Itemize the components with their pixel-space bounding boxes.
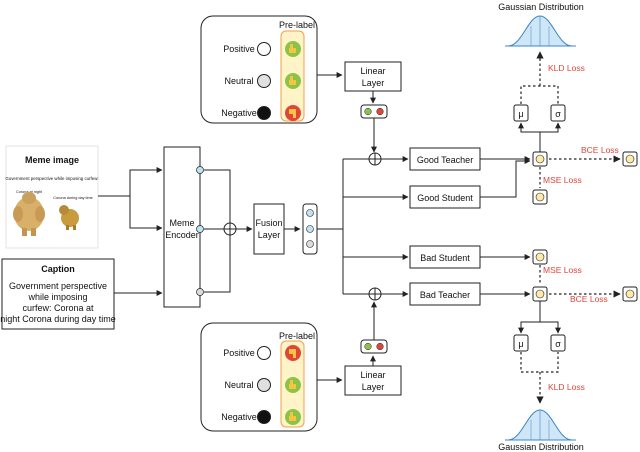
bottom-negative-circle [257, 410, 271, 424]
strong-dog-picture [13, 192, 45, 236]
bottom-pre-label-title: Pre-label [279, 331, 315, 341]
bottom-mu-label: μ [518, 339, 523, 349]
top-mu-label: μ [518, 109, 523, 119]
bottom-neutral-label: Neutral [224, 380, 253, 390]
caption-line-4: night Corona during day time [0, 314, 116, 324]
fused-vector [302, 203, 318, 255]
input-connectors [98, 167, 163, 296]
bottom-sigma-label: σ [555, 339, 561, 349]
bottom-distribution-params: μ σ KLD Loss [513, 301, 585, 404]
bottom-linear-label-1: Linear [360, 370, 385, 380]
thumbs-down-icon [285, 345, 301, 361]
bad-teacher-label: Bad Teacher [420, 290, 470, 300]
bottom-negative-label: Negative [221, 412, 257, 422]
good-student-output [532, 189, 548, 205]
encoder-output-node-1 [196, 166, 204, 174]
meme-image-panel: Meme image Government perspective while … [5, 145, 99, 249]
box-output-lines [480, 156, 531, 297]
thumbs-up-icon [285, 409, 301, 425]
top-linear-label-1: Linear [360, 66, 385, 76]
meme-text-line: Government perspective while imposing cu… [5, 176, 98, 181]
bottom-linear-label-2: Layer [362, 382, 385, 392]
caption-title: Caption [41, 264, 75, 274]
fusion-layer: Fusion Layer [253, 203, 301, 255]
caption-panel: Caption Government perspective while imp… [0, 258, 116, 330]
good-teacher-output [532, 151, 548, 167]
bottom-add-node [368, 287, 409, 301]
good-teacher-box: Good Teacher [409, 147, 481, 171]
top-pre-label-title: Pre-label [279, 20, 315, 30]
thumbs-up-icon [285, 41, 301, 57]
top-neutral-circle [257, 74, 271, 88]
top-positive-circle [257, 42, 271, 56]
kld-loss-bottom-label: KLD Loss [548, 382, 585, 392]
thumbs-up-icon [285, 73, 301, 89]
good-teacher-label: Good Teacher [417, 155, 473, 165]
bottom-positive-label: Positive [223, 348, 255, 358]
top-linear-layer: Linear Layer [344, 61, 402, 153]
caption-line-2: while imposing [27, 292, 87, 302]
top-negative-label: Negative [221, 108, 257, 118]
top-negative-circle [257, 106, 271, 120]
bce-loss-bottom-label: BCE Loss [570, 294, 608, 304]
small-dog-picture [59, 205, 79, 230]
top-ground-truth-node [622, 151, 638, 167]
bad-student-output [532, 249, 548, 265]
encoder-to-fusion-lines [204, 169, 253, 293]
top-add-node [368, 152, 409, 166]
bad-student-box: Bad Student [409, 245, 481, 269]
bottom-gaussian-distribution: Gaussian Distribution [498, 409, 584, 452]
thumbs-up-icon [285, 377, 301, 393]
bottom-gaussian-label: Gaussian Distribution [498, 442, 584, 452]
bad-teacher-box: Bad Teacher [409, 282, 481, 306]
top-sentiment-panel: Pre-label Positive Neutral Negative [200, 15, 318, 124]
bottom-ground-truth-node [622, 286, 638, 302]
mse-loss-bottom-label: MSE Loss [543, 265, 582, 275]
mse-loss-top-label: MSE Loss [543, 175, 582, 185]
good-student-label: Good Student [417, 193, 473, 203]
thumbs-down-icon [285, 105, 301, 121]
fusion-layer-label-2: Layer [258, 230, 281, 240]
bottom-positive-circle [257, 346, 271, 360]
encoder-output-node-2 [196, 225, 204, 233]
bad-student-label: Bad Student [420, 253, 470, 263]
top-distribution-params: μ σ KLD Loss [513, 51, 585, 152]
good-student-box: Good Student [409, 185, 481, 209]
caption-line-1: Government perspective [9, 281, 107, 291]
bce-loss-top-label: BCE Loss [581, 145, 619, 155]
top-gaussian-label: Gaussian Distribution [498, 2, 584, 12]
meme-image-title: Meme image [25, 155, 79, 165]
encoder-output-node-3 [196, 288, 204, 296]
meme-encoder-label-1: Meme [169, 218, 194, 228]
kld-loss-top-label: KLD Loss [548, 63, 585, 73]
meme-right-caption: Corona during day time [53, 196, 92, 200]
bottom-linear-layer: Linear Layer [344, 301, 402, 396]
top-gaussian-distribution: Gaussian Distribution [498, 2, 584, 47]
top-sigma-label: σ [555, 109, 561, 119]
meme-encoder-label-2: Encoder [165, 230, 199, 240]
top-positive-label: Positive [223, 44, 255, 54]
fused-vector-branches [317, 158, 409, 295]
fusion-layer-label-1: Fusion [255, 218, 282, 228]
bottom-neutral-circle [257, 378, 271, 392]
bad-teacher-output [532, 286, 548, 302]
top-linear-label-2: Layer [362, 78, 385, 88]
meme-encoder: Meme Encoder [163, 146, 204, 308]
top-neutral-label: Neutral [224, 76, 253, 86]
bottom-sentiment-panel: Pre-label Positive Neutral Negative [200, 322, 318, 432]
meme-left-caption: Corona at night [16, 190, 43, 194]
caption-line-3: curfew: Corona at [22, 303, 94, 313]
